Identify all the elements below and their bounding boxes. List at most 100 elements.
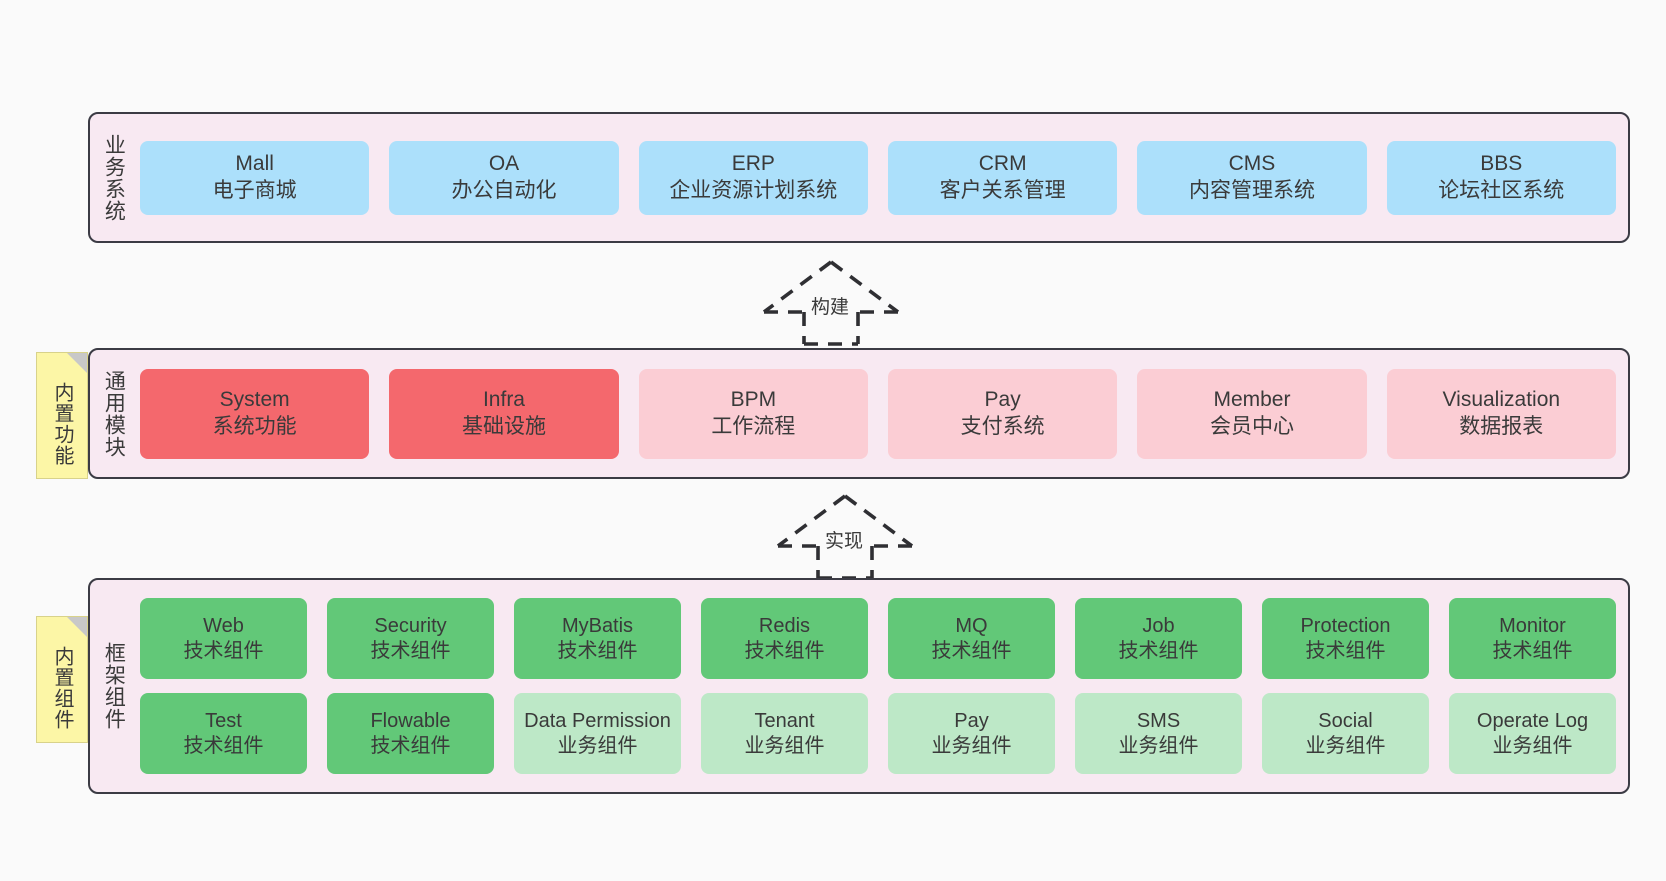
node-data-permission[interactable]: Data Permission 业务组件 [514, 693, 681, 774]
node-infra[interactable]: Infra 基础设施 [389, 368, 619, 459]
node-subtitle: 电子商城 [212, 178, 297, 202]
node-job[interactable]: Job 技术组件 [1075, 598, 1242, 679]
arrow-implement: 实现 [770, 492, 920, 580]
node-mybatis[interactable]: MyBatis 技术组件 [514, 598, 681, 679]
node-row: System 系统功能 Infra 基础设施 BPM 工作流程 Pay 支付系统… [140, 368, 1616, 459]
node-system[interactable]: System 系统功能 [140, 368, 370, 459]
node-title: Tenant [754, 710, 815, 733]
node-tenant[interactable]: Tenant 业务组件 [701, 693, 868, 774]
node-row: Test 技术组件 Flowable 技术组件 Data Permission … [140, 693, 1616, 774]
node-subtitle: 技术组件 [370, 639, 451, 662]
node-pay[interactable]: Pay 支付系统 [887, 368, 1118, 459]
node-row: Mall 电子商城 OA 办公自动化 ERP 企业资源计划系统 CRM 客户关系… [140, 140, 1616, 215]
node-subtitle: 系统功能 [212, 414, 297, 438]
note-text: 内置功能 [51, 381, 73, 466]
node-subtitle: 基础设施 [461, 414, 546, 438]
node-visualization[interactable]: Visualization 数据报表 [1386, 368, 1616, 459]
node-subtitle: 技术组件 [183, 639, 264, 662]
node-title: System [219, 387, 290, 411]
node-subtitle: 内容管理系统 [1188, 178, 1315, 202]
node-title: Operate Log [1476, 710, 1589, 733]
node-title: Test [205, 710, 242, 733]
node-subtitle: 技术组件 [931, 639, 1012, 662]
node-member[interactable]: Member 会员中心 [1137, 368, 1367, 459]
node-title: MQ [955, 615, 988, 638]
node-title: Job [1142, 615, 1175, 638]
node-operate-log[interactable]: Operate Log 业务组件 [1449, 693, 1616, 774]
node-title: Redis [758, 615, 811, 638]
node-title: BBS [1480, 151, 1523, 175]
layer-business-systems: 业务系统 Mall 电子商城 OA 办公自动化 ERP 企业资源计划系统 CRM… [88, 112, 1630, 243]
node-subtitle: 业务组件 [1305, 734, 1386, 757]
node-sms[interactable]: SMS 业务组件 [1075, 693, 1242, 774]
layer-framework-components: 框架组件 Web 技术组件 Security 技术组件 MyBatis 技术组件… [88, 578, 1630, 794]
node-subtitle: 支付系统 [960, 414, 1045, 438]
node-title: Data Permission [524, 710, 671, 733]
node-row: Web 技术组件 Security 技术组件 MyBatis 技术组件 Redi… [140, 598, 1616, 679]
node-title: Social [1318, 710, 1373, 733]
node-title: Protection [1300, 615, 1391, 638]
node-protection[interactable]: Protection 技术组件 [1262, 598, 1429, 679]
node-title: CRM [978, 151, 1027, 175]
node-title: SMS [1136, 710, 1181, 733]
layer-body-framework-components: Web 技术组件 Security 技术组件 MyBatis 技术组件 Redi… [136, 580, 1628, 792]
layer-label-common-modules: 通用模块 [102, 369, 126, 458]
node-security[interactable]: Security 技术组件 [327, 598, 494, 679]
node-subtitle: 企业资源计划系统 [669, 178, 838, 202]
layer-body-common-modules: System 系统功能 Infra 基础设施 BPM 工作流程 Pay 支付系统… [136, 350, 1628, 477]
layer-body-business-systems: Mall 电子商城 OA 办公自动化 ERP 企业资源计划系统 CRM 客户关系… [136, 114, 1628, 241]
node-title: Web [203, 615, 244, 638]
node-redis[interactable]: Redis 技术组件 [701, 598, 868, 679]
node-subtitle: 业务组件 [931, 734, 1012, 757]
node-title: Visualization [1442, 387, 1561, 411]
node-subtitle: 办公自动化 [451, 178, 557, 202]
node-bpm[interactable]: BPM 工作流程 [638, 368, 868, 459]
node-title: MyBatis [561, 615, 634, 638]
node-subtitle: 业务组件 [744, 734, 825, 757]
arrow-label-implement: 实现 [822, 526, 867, 553]
node-subtitle: 业务组件 [1118, 734, 1199, 757]
node-title: CMS [1228, 151, 1276, 175]
node-subtitle: 技术组件 [744, 639, 825, 662]
node-subtitle: 技术组件 [557, 639, 638, 662]
node-subtitle: 工作流程 [711, 414, 796, 438]
node-pay-component[interactable]: Pay 业务组件 [888, 693, 1055, 774]
note-text: 内置组件 [51, 645, 73, 730]
node-subtitle: 技术组件 [1118, 639, 1199, 662]
node-title: OA [488, 151, 520, 175]
node-subtitle: 技术组件 [1305, 639, 1386, 662]
node-title: Pay [954, 710, 989, 733]
node-title: Mall [235, 151, 274, 175]
node-subtitle: 技术组件 [370, 734, 451, 757]
node-mall[interactable]: Mall 电子商城 [140, 140, 370, 215]
node-title: Infra [482, 387, 525, 411]
node-web[interactable]: Web 技术组件 [140, 598, 307, 679]
node-mq[interactable]: MQ 技术组件 [888, 598, 1055, 679]
node-social[interactable]: Social 业务组件 [1262, 693, 1429, 774]
note-builtin-components: 内置组件 [36, 616, 88, 743]
node-subtitle: 客户关系管理 [939, 178, 1066, 202]
node-oa[interactable]: OA 办公自动化 [389, 140, 619, 215]
node-title: Security [374, 615, 447, 638]
node-title: ERP [731, 151, 775, 175]
node-title: Monitor [1499, 615, 1566, 638]
arrow-label-build: 构建 [808, 292, 853, 319]
layer-common-modules: 通用模块 System 系统功能 Infra 基础设施 BPM 工作流程 Pay… [88, 348, 1630, 479]
arrow-build: 构建 [756, 258, 906, 346]
node-bbs[interactable]: BBS 论坛社区系统 [1386, 140, 1616, 215]
node-test[interactable]: Test 技术组件 [140, 693, 307, 774]
node-cms[interactable]: CMS 内容管理系统 [1137, 140, 1367, 215]
node-monitor[interactable]: Monitor 技术组件 [1449, 598, 1616, 679]
node-title: Pay [984, 387, 1021, 411]
node-subtitle: 技术组件 [183, 734, 264, 757]
node-crm[interactable]: CRM 客户关系管理 [887, 140, 1118, 215]
node-subtitle: 数据报表 [1459, 414, 1544, 438]
node-flowable[interactable]: Flowable 技术组件 [327, 693, 494, 774]
layer-label-framework-components: 框架组件 [102, 642, 126, 730]
node-subtitle: 论坛社区系统 [1438, 178, 1565, 202]
node-erp[interactable]: ERP 企业资源计划系统 [638, 140, 868, 215]
node-subtitle: 业务组件 [1492, 734, 1573, 757]
node-title: Flowable [370, 710, 451, 733]
note-builtin-features: 内置功能 [36, 352, 88, 479]
node-subtitle: 业务组件 [557, 734, 638, 757]
